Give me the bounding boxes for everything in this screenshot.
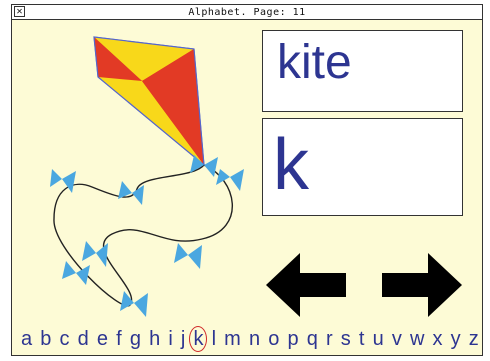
alphabet-letter-g[interactable]: g <box>129 328 141 350</box>
alphabet-letter-d[interactable]: d <box>77 328 89 350</box>
title-bar[interactable]: ✕ Alphabet. Page: 11 <box>12 5 482 20</box>
alphabet-letter-n[interactable]: n <box>248 328 261 350</box>
alphabet-letter-q[interactable]: q <box>306 328 318 350</box>
alphabet-letter-w[interactable]: w <box>409 328 425 350</box>
alphabet-letter-z[interactable]: z <box>468 328 479 350</box>
alphabet-letter-r[interactable]: r <box>325 328 333 350</box>
arrow-right-icon[interactable] <box>382 253 462 317</box>
bow-icon <box>50 155 244 317</box>
alphabet-letter-s[interactable]: s <box>340 328 351 350</box>
alphabet-letter-b[interactable]: b <box>40 328 52 350</box>
alphabet-letter-e[interactable]: e <box>96 328 108 350</box>
word-text: kite <box>277 36 352 89</box>
alphabet-letter-o[interactable]: o <box>268 328 280 350</box>
close-icon[interactable]: ✕ <box>14 6 25 17</box>
kite-picture <box>50 36 244 317</box>
alphabet-letter-v[interactable]: v <box>391 328 402 350</box>
arrow-left-icon[interactable] <box>266 253 346 317</box>
alphabet-letter-y[interactable]: y <box>450 328 461 350</box>
alphabet-letter-t[interactable]: t <box>358 328 365 350</box>
alphabet-letter-l[interactable]: l <box>211 328 217 350</box>
alphabet-letter-u[interactable]: u <box>372 328 384 350</box>
alphabet-letter-h[interactable]: h <box>149 328 161 350</box>
alphabet-letter-k[interactable]: k <box>189 326 208 352</box>
alphabet-letter-p[interactable]: p <box>287 328 299 350</box>
alphabet-window: ✕ Alphabet. Page: 11 kite k <box>11 4 483 356</box>
alphabet-letter-f[interactable]: f <box>116 328 122 350</box>
alphabet-letter-c[interactable]: c <box>59 328 70 350</box>
alphabet-letter-a[interactable]: a <box>21 328 33 350</box>
alphabet-letter-i[interactable]: i <box>168 328 173 350</box>
letter-panel: k <box>262 118 463 216</box>
alphabet-letter-x[interactable]: x <box>432 328 443 350</box>
word-panel: kite <box>262 30 463 112</box>
letter-text: k <box>273 125 309 205</box>
kite-icon <box>93 36 205 167</box>
alphabet-letter-j[interactable]: j <box>180 328 186 350</box>
window-title: Alphabet. Page: 11 <box>188 6 306 18</box>
alphabet-letter-m[interactable]: m <box>224 328 241 350</box>
